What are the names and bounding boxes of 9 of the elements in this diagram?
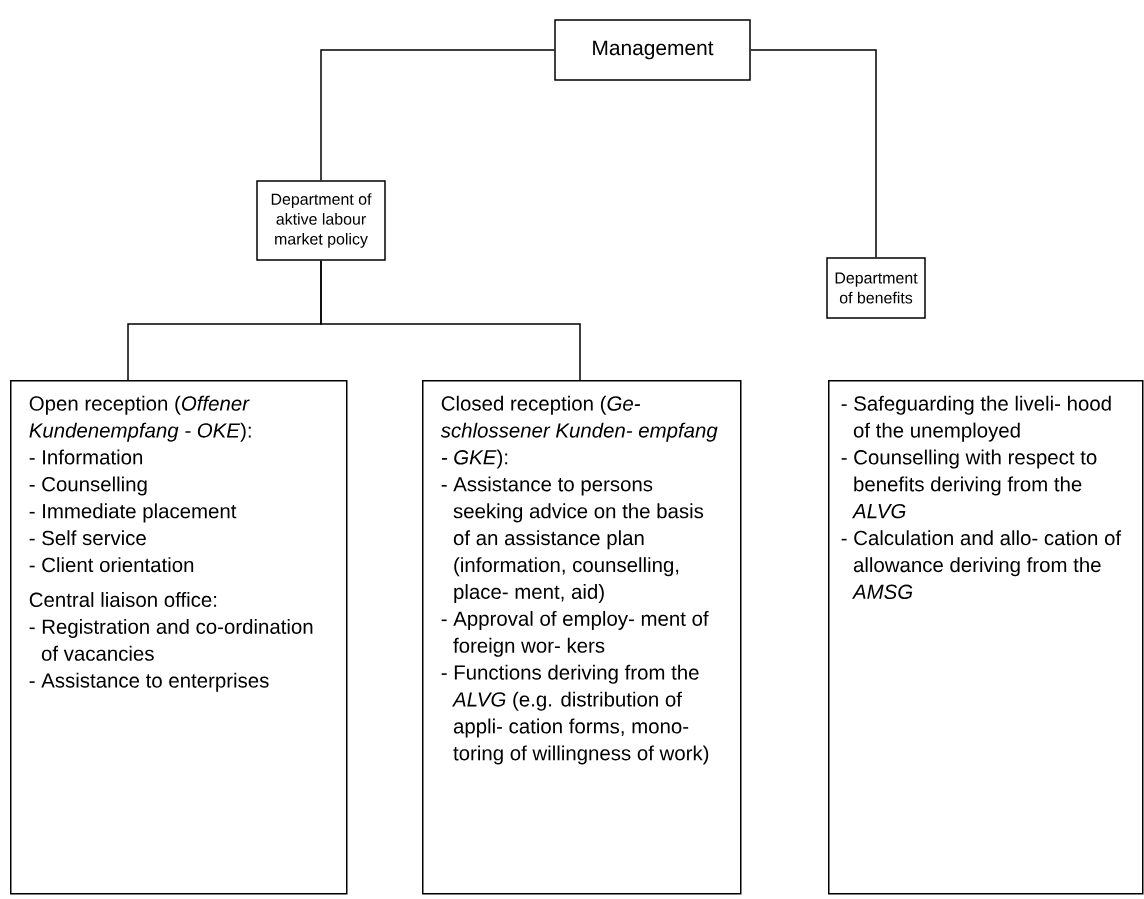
org-box: Department of aktive labour market policy: [256, 180, 386, 261]
org-box: Management: [554, 19, 751, 81]
connector-line: [320, 260, 581, 381]
org-box: - Safeguarding the liveli- hood of the unemployed - Counselling with respect to benefits deriving from the ALVG - Calculation and allo- cation of allowance deriving from the AMSG: [828, 380, 1144, 895]
org-box: Open reception (Offener Kundenempfang - OKE): - Information - Counselling - Immediate placement - Self service - Client orientation Central liaison office: - Registration and co-ordination of vacancies - Assistance to enterprises: [10, 380, 348, 895]
org-box: Department of benefits: [826, 257, 926, 319]
org-box: Closed reception (Ge- schlossener Kunden- empfang - GKE): - Assistance to persons seeking advice on the basis of an assistance plan (information, counselling, place- ment, aid) - Approval of employ- ment of foreign wor- kers - Functions deriving from the ALVG (e.g. distribution of appli- cation forms, mono- toring of willingness of work): [422, 380, 742, 895]
connector-line: [750, 49, 877, 258]
connector-line: [320, 49, 555, 181]
